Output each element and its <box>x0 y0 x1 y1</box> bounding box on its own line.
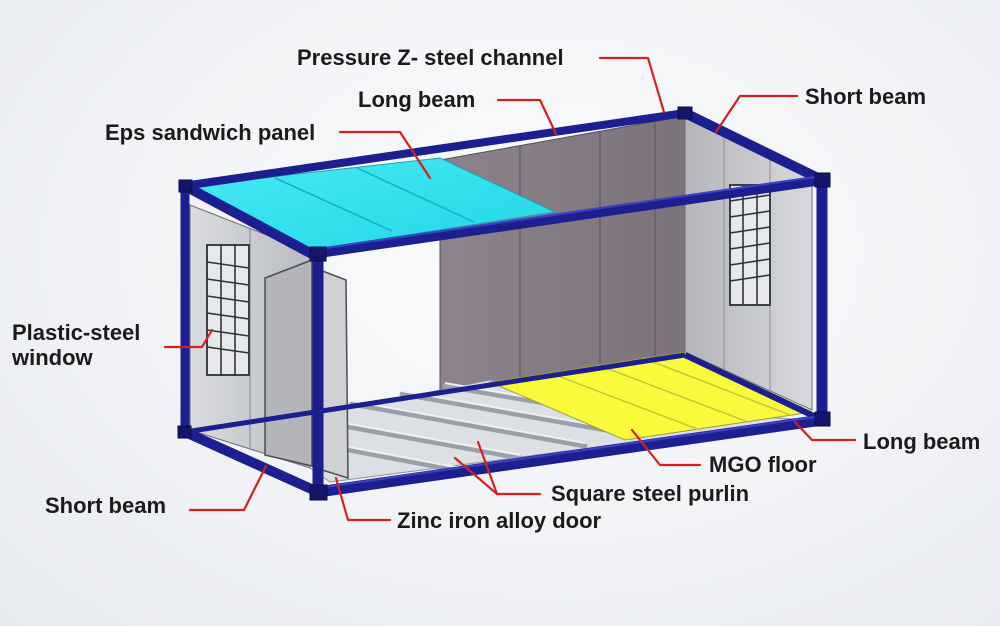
leader-eps-panel <box>338 130 432 180</box>
leader-short-beam-bottom <box>188 464 268 512</box>
back-wall <box>439 115 686 399</box>
label-long-beam-top: Long beam <box>358 87 476 112</box>
corner-fittings <box>177 106 831 501</box>
steel-frame <box>180 108 828 498</box>
back-wall-panel-seams <box>519 121 656 383</box>
zinc-iron-alloy-door <box>264 258 349 480</box>
label-long-beam-bottom: Long beam <box>863 429 981 454</box>
leader-window <box>163 328 214 349</box>
label-mgo-floor: MGO floor <box>709 452 817 477</box>
plastic-steel-window-left <box>206 244 250 376</box>
frame-edge-highlights <box>311 175 823 489</box>
leader-pressure-channel <box>598 56 666 114</box>
leader-purlin-b <box>476 440 499 496</box>
label-short-beam-bottom: Short beam <box>45 493 167 518</box>
leader-mgo-floor <box>630 428 702 467</box>
label-short-beam-top: Short beam <box>805 84 927 109</box>
label-purlin: Square steel purlin <box>551 481 750 506</box>
label-pressure-channel: Pressure Z- steel channel <box>297 45 564 70</box>
leader-door <box>334 476 392 522</box>
leader-short-beam-top <box>714 94 799 134</box>
leader-long-beam-bottom <box>793 420 857 442</box>
mgo-floor-seams <box>549 357 791 431</box>
plastic-steel-window-right <box>729 184 771 306</box>
label-window: Plastic-steel window <box>12 320 141 370</box>
leader-lines <box>163 56 857 522</box>
label-door: Zinc iron alloy door <box>397 508 602 533</box>
roof-panel-seams <box>274 167 475 232</box>
label-eps-panel: Eps sandwich panel <box>105 120 316 145</box>
leader-long-beam-top <box>496 98 558 136</box>
